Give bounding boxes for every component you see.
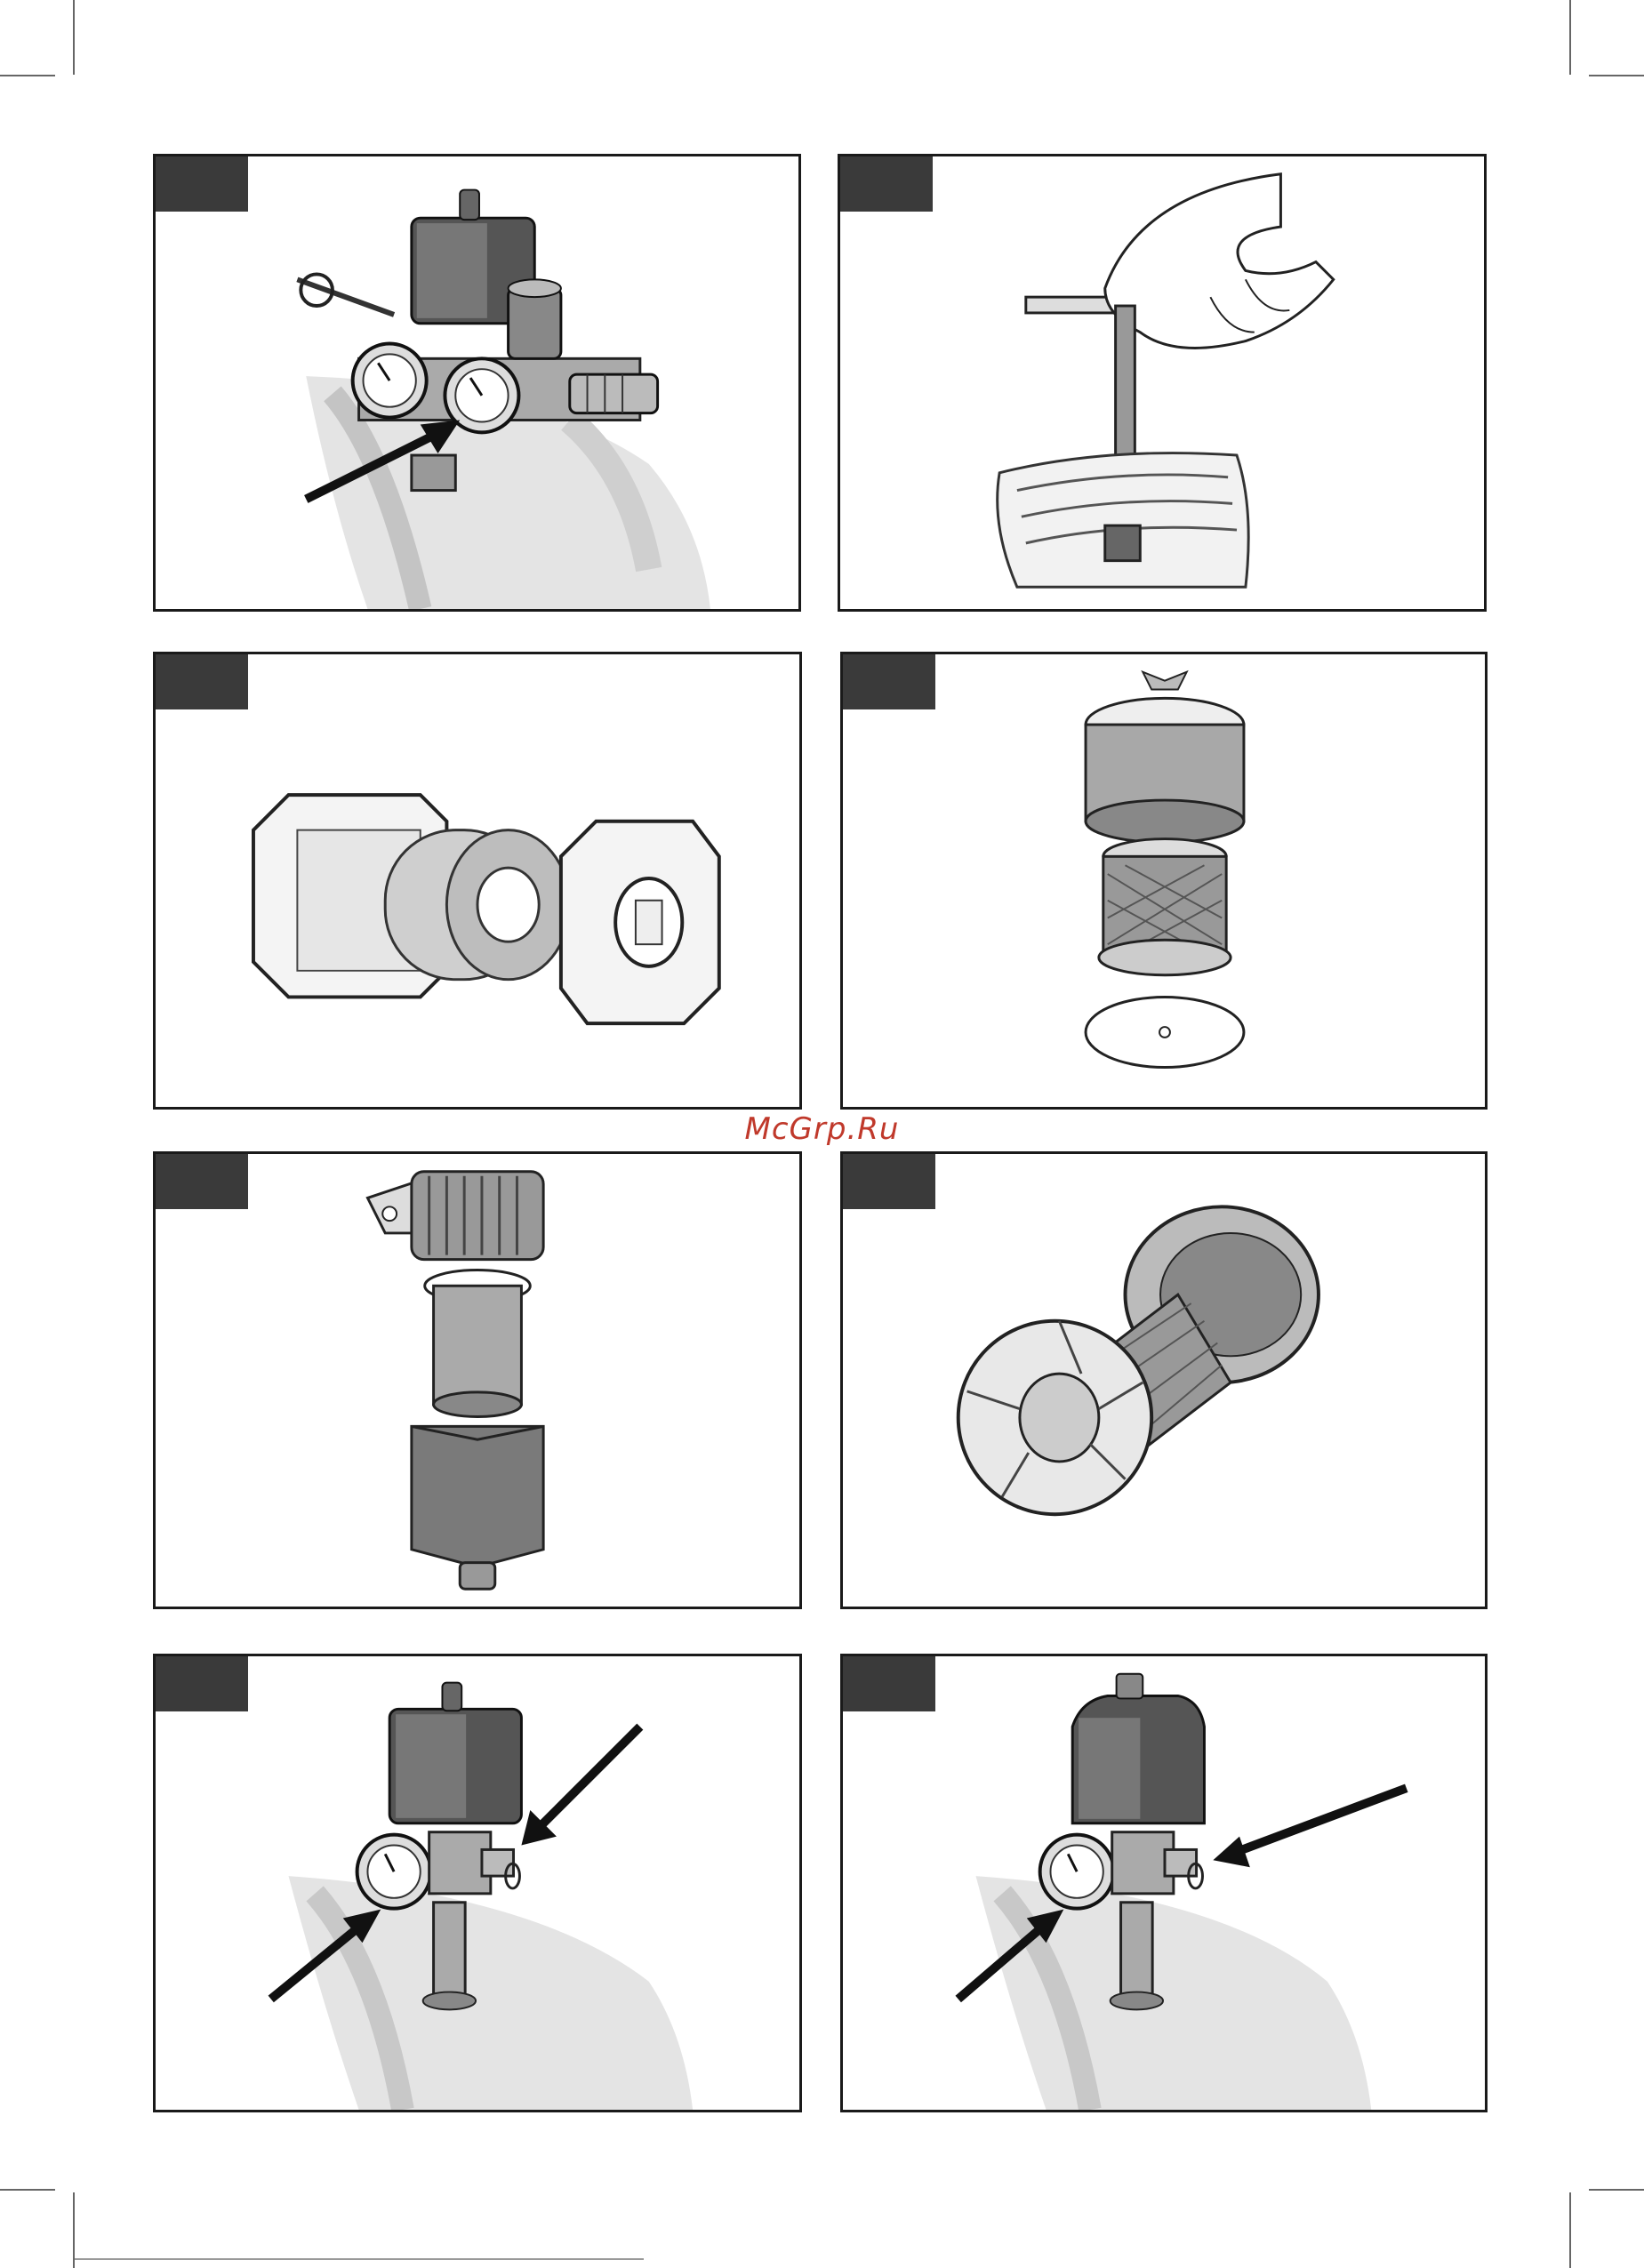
figure-panel-7	[153, 1654, 802, 2112]
foam-air-filter-exploded-icon	[156, 654, 799, 1107]
crop-mark	[1569, 0, 1571, 75]
pressure-switch-arrows-alt-icon	[843, 1656, 1485, 2110]
mesh-air-filter-icon	[843, 1154, 1485, 1607]
figure-panel-3	[153, 652, 802, 1110]
figure-panel-6	[840, 1151, 1488, 1609]
figure-panel-5	[153, 1151, 802, 1609]
figure-panel-8	[840, 1654, 1488, 2112]
figure-panel-1	[153, 154, 801, 612]
crop-mark	[1589, 2189, 1644, 2191]
finned-air-filter-exploded-icon	[156, 1154, 799, 1607]
crop-mark	[75, 2258, 644, 2260]
figure-panel-2	[838, 154, 1487, 612]
figure-panel-4	[840, 652, 1488, 1110]
crop-mark	[1569, 2192, 1571, 2268]
crop-mark	[0, 2189, 55, 2191]
crop-mark	[1589, 75, 1644, 76]
watermark-text: McGrp.Ru	[0, 1111, 1644, 1147]
crop-mark	[73, 0, 75, 75]
pressure-switch-gauges-icon	[156, 156, 798, 609]
crop-mark	[0, 75, 55, 76]
pressure-switch-arrows-icon	[156, 1656, 799, 2110]
cylindrical-air-filter-exploded-icon	[843, 654, 1485, 1107]
crop-mark	[73, 2192, 75, 2268]
hand-t-wrench-icon	[840, 156, 1484, 609]
